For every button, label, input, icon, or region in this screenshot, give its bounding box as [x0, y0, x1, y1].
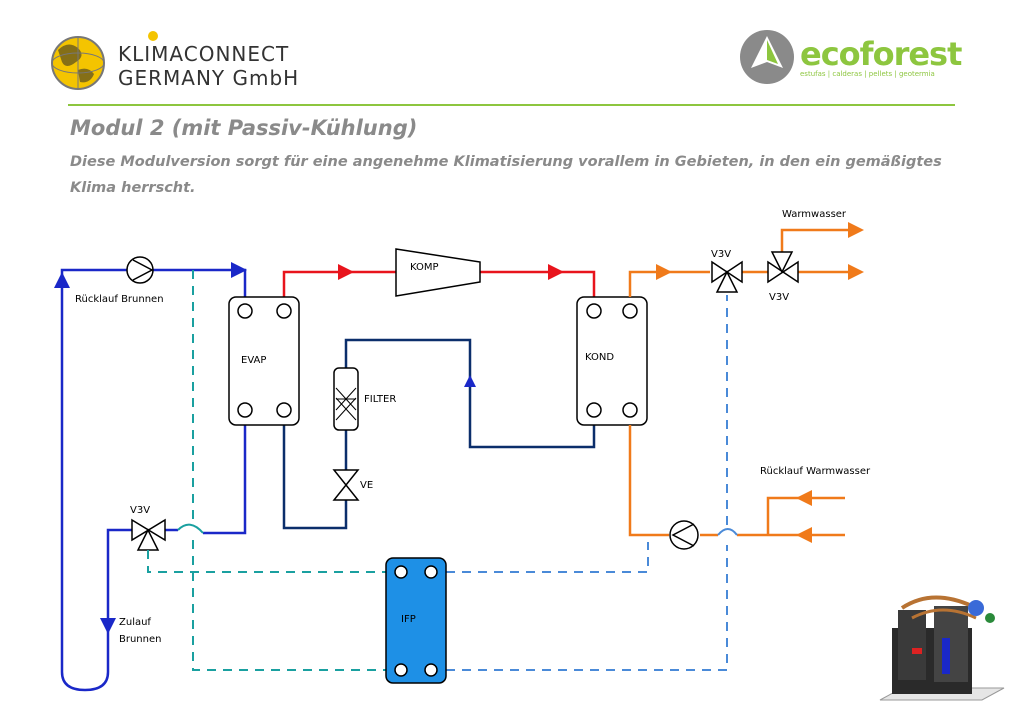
label-ifp: IFP — [401, 614, 416, 625]
v3v-valve-top-icon — [711, 260, 743, 293]
label-brunnen: Brunnen — [119, 634, 161, 645]
globe-icon — [51, 36, 105, 90]
label-komp: KOMP — [410, 262, 439, 273]
pump-warmwasser-icon — [669, 520, 699, 550]
brunnen-circuit — [60, 268, 247, 692]
company-name: KLIMACONNECT GERMANY GmbH — [118, 42, 300, 90]
label-warmwasser: Warmwasser — [782, 209, 847, 220]
v3v-valve-right-icon — [767, 251, 799, 284]
label-kond: KOND — [585, 352, 614, 363]
label-v3v-top: V3V — [711, 249, 731, 260]
label-ve: VE — [360, 480, 373, 491]
sun-dot-icon — [148, 31, 158, 41]
label-evap: EVAP — [241, 355, 266, 366]
label-zulauf: Zulauf — [119, 617, 151, 628]
header-divider — [68, 104, 955, 106]
pump-brunnen-icon — [126, 256, 154, 284]
ecoforest-leaf-icon — [740, 30, 794, 84]
evaporator-icon — [228, 296, 300, 426]
label-v3v-left: V3V — [130, 505, 150, 516]
filter-icon — [333, 367, 359, 431]
label-filter: FILTER — [364, 394, 396, 405]
compressor-icon — [395, 248, 481, 297]
hot-gas-line — [282, 270, 596, 297]
ifp-heat-exchanger-icon — [385, 557, 447, 684]
warm-water-circuit — [628, 228, 852, 537]
v3v-valve-left-icon — [131, 518, 166, 551]
page-title: Modul 2 (mit Passiv-Kühlung) — [70, 116, 418, 140]
label-ruecklauf-warmwasser: Rücklauf Warmwasser — [760, 466, 871, 477]
page-subtitle: Diese Modulversion sorgt für eine angene… — [70, 154, 942, 196]
condenser-icon — [576, 296, 648, 426]
brand-name: ecoforest — [800, 35, 962, 73]
brand-tagline: estufas | calderas | pellets | geotermia — [800, 70, 935, 78]
label-ruecklauf-brunnen: Rücklauf Brunnen — [75, 294, 164, 305]
expansion-valve-icon — [332, 469, 360, 501]
heat-pump-module-image — [879, 595, 1005, 701]
passive-cooling-circuit — [147, 270, 728, 671]
liquid-line — [282, 338, 596, 530]
label-v3v-right: V3V — [769, 292, 789, 303]
